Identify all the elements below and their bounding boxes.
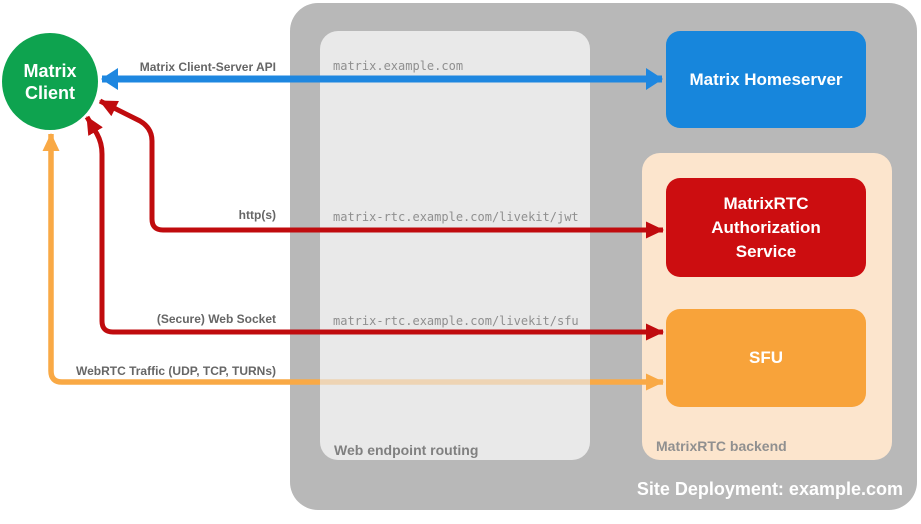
sfu-node: SFU: [666, 309, 866, 407]
matrix-homeserver-node: Matrix Homeserver: [666, 31, 866, 128]
sfu-label: SFU: [749, 348, 783, 367]
endpoint-livekit-sfu: matrix-rtc.example.com/livekit/sfu: [333, 314, 579, 328]
site-deployment-label: Site Deployment: example.com: [636, 479, 903, 499]
web-endpoint-routing-label: Web endpoint routing: [334, 442, 479, 458]
webrtc-arrow-line: [42, 133, 320, 385]
matrix-client-label-line2: Client: [24, 82, 75, 103]
matrix-client-label-line1: Matrix: [23, 60, 77, 81]
matrixrtc-authorization-service-node: MatrixRTC Authorization Service: [666, 178, 866, 277]
endpoint-livekit-jwt: matrix-rtc.example.com/livekit/jwt: [333, 210, 579, 224]
matrix-homeserver-label: Matrix Homeserver: [689, 69, 843, 89]
client-server-api-arrow-label: Matrix Client-Server API: [139, 60, 276, 74]
websocket-arrow-label: (Secure) Web Socket: [156, 312, 276, 326]
endpoint-matrix-example-com: matrix.example.com: [333, 59, 464, 73]
webrtc-traffic-arrow-label: WebRTC Traffic (UDP, TCP, TURNs): [75, 364, 276, 378]
web-endpoint-routing-box: [320, 31, 590, 460]
matrix-client-node: Matrix Client: [2, 33, 98, 130]
https-arrow-label: http(s): [238, 208, 276, 222]
matrixrtc-backend-label: MatrixRTC backend: [656, 438, 787, 454]
matrixrtc-authorization-service-label: MatrixRTC Authorization Service: [711, 193, 821, 261]
